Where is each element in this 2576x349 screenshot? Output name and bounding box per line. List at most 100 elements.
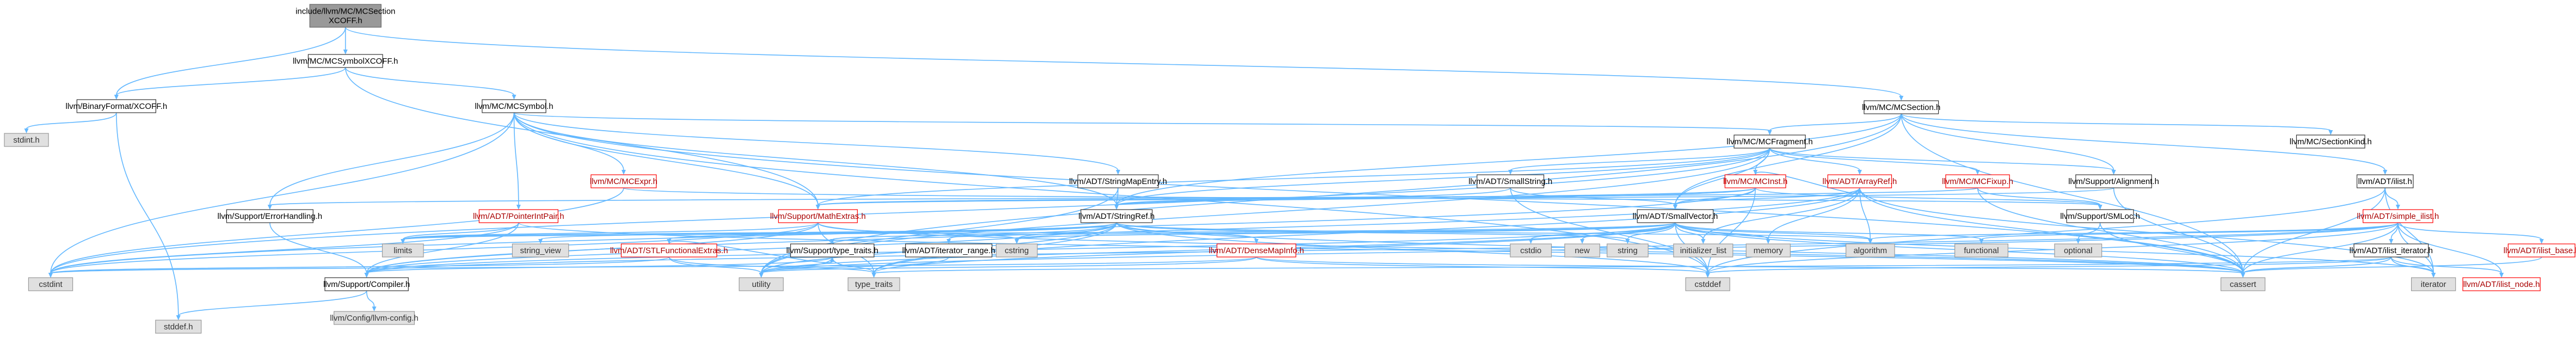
node-box: [1510, 243, 1552, 258]
node-string[interactable]: string: [1607, 243, 1649, 258]
node-iterator[interactable]: iterator: [2411, 277, 2456, 291]
node-label: llvm/MC/MCSymbol.h: [475, 102, 553, 111]
node-math[interactable]: llvm/Support/MathExtras.h: [770, 209, 866, 223]
node-stddef[interactable]: stddef.h: [155, 320, 202, 334]
node-cstring[interactable]: cstring: [995, 243, 1038, 258]
node-box: [1945, 174, 2010, 188]
edge-symx-mcsym: [345, 67, 515, 96]
node-algo[interactable]: algorithm: [1846, 243, 1895, 258]
edge-arrowhead: [1114, 205, 1119, 210]
node-fixup[interactable]: llvm/MC/MCFixup.h: [1942, 174, 2013, 188]
edge-sref-dmi: [1116, 222, 1257, 240]
node-stdint[interactable]: stdint.h: [4, 133, 49, 147]
node-smap[interactable]: llvm/ADT/StringMapEntry.h: [1069, 174, 1167, 188]
node-stlfe[interactable]: llvm/ADT/STLFunctionalExtras.h: [610, 243, 728, 258]
node-box: [1745, 243, 1791, 258]
node-ptrint[interactable]: llvm/ADT/PointerIntPair.h: [473, 209, 564, 223]
node-opt[interactable]: optional: [2054, 243, 2102, 258]
node-label: new: [1575, 246, 1590, 255]
node-limits[interactable]: limits: [382, 243, 424, 258]
node-aref[interactable]: llvm/ADT/ArrayRef.h: [1823, 174, 1897, 188]
edge-arrowhead: [667, 239, 672, 244]
edge-errh-compiler: [269, 222, 367, 274]
node-strview[interactable]: string_view: [512, 243, 569, 258]
node-cstdio[interactable]: cstdio: [1510, 243, 1552, 258]
node-sref[interactable]: llvm/ADT/StringRef.h: [1078, 209, 1155, 223]
node-cassert[interactable]: cassert: [2220, 277, 2266, 291]
edge-ilistit-ilistnode: [2390, 256, 2502, 274]
edge-mcsec-cassert: [1901, 113, 2243, 274]
node-ilistbase[interactable]: llvm/ADT/ilist_base.h: [2504, 243, 2576, 258]
node-box: [512, 243, 569, 258]
node-func[interactable]: functional: [1954, 243, 2009, 258]
node-memory[interactable]: memory: [1745, 243, 1791, 258]
node-cstdint[interactable]: cstdint: [28, 277, 73, 291]
edge-fixup-smloc: [1977, 187, 2101, 206]
node-new[interactable]: new: [1564, 243, 1600, 258]
node-expr[interactable]: llvm/MC/MCExpr.h: [590, 174, 657, 188]
node-box: [2507, 243, 2575, 258]
node-inst[interactable]: llvm/MC/MCInst.h: [1723, 174, 1787, 188]
edge-simple-cassert: [2242, 222, 2399, 274]
node-symx[interactable]: llvm/MC/MCSymbolXCOFF.h: [293, 54, 398, 68]
node-mcsym[interactable]: llvm/MC/MCSymbol.h: [475, 99, 554, 113]
node-label: llvm/ADT/ilist_iterator.h: [2350, 246, 2433, 255]
edge-mcsym-sref: [513, 112, 1117, 206]
edge-fixup-cassert: [1977, 187, 2243, 274]
node-config[interactable]: llvm/Config/llvm-config.h: [330, 311, 419, 325]
node-typetr[interactable]: llvm/Support/type_traits.h: [786, 243, 878, 258]
edge-simple-cstddef: [1707, 222, 2399, 274]
node-align[interactable]: llvm/Support/Alignment.h: [2068, 174, 2159, 188]
node-box: [2220, 277, 2266, 291]
node-box: [2054, 243, 2102, 258]
node-compiler[interactable]: llvm/Support/Compiler.h: [323, 277, 410, 291]
edge-arrowhead: [1116, 170, 1121, 175]
node-label: llvm/ADT/PointerIntPair.h: [473, 212, 564, 221]
edge-arrowhead: [364, 273, 369, 278]
node-box: [905, 243, 993, 258]
node-cstddef[interactable]: cstddef: [1685, 277, 1730, 291]
node-label: llvm/Support/ErrorHandling.h: [218, 212, 323, 221]
node-alist[interactable]: llvm/ADT/ilist.h: [2356, 174, 2414, 188]
node-label: algorithm: [1853, 246, 1887, 255]
node-ilistnode[interactable]: llvm/ADT/ilist_node.h: [2462, 277, 2541, 291]
edge-sref-string: [1116, 222, 1628, 240]
edge-frag-fixup: [1769, 148, 1978, 171]
node-binx[interactable]: llvm/BinaryFormat/XCOFF.h: [65, 99, 167, 113]
node-label: cassert: [2230, 280, 2257, 289]
edge-arrowhead: [1528, 239, 1533, 244]
edge-mcsec-sref: [1116, 113, 1902, 206]
edge-simple-ilistnode: [2397, 222, 2502, 274]
node-label: cstdint: [39, 280, 63, 289]
node-sstr[interactable]: llvm/ADT/SmallString.h: [1468, 174, 1552, 188]
node-simple[interactable]: llvm/ADT/simple_ilist.h: [2357, 209, 2439, 223]
node-ttraits[interactable]: type_traits: [847, 277, 900, 291]
edge-arrowhead: [343, 50, 348, 54]
node-mcsec[interactable]: llvm/MC/MCSection.h: [1862, 100, 1940, 114]
edge-arrowhead: [2076, 239, 2081, 244]
node-box: [739, 277, 784, 291]
node-box: [778, 209, 858, 223]
node-ilistit[interactable]: llvm/ADT/ilist_iterator.h: [2350, 243, 2433, 258]
edge-arrowhead: [2431, 273, 2436, 278]
node-label: llvm/MC/MCInst.h: [1723, 177, 1787, 186]
edge-simple-compiler: [366, 222, 2399, 274]
node-dmi[interactable]: llvm/ADT/DenseMapInfo.h: [1209, 243, 1304, 258]
node-utility[interactable]: utility: [739, 277, 784, 291]
node-errh[interactable]: llvm/Support/ErrorHandling.h: [218, 209, 323, 223]
node-initl[interactable]: initializer_list: [1673, 243, 1733, 258]
node-label: llvm/MC/MCFixup.h: [1942, 177, 2013, 186]
node-label: llvm/MC/MCSection.h: [1862, 103, 1940, 112]
node-seck[interactable]: llvm/MC/SectionKind.h: [2290, 134, 2372, 149]
node-smloc[interactable]: llvm/Support/SMLoc.h: [2060, 209, 2140, 223]
node-label: llvm/Config/llvm-config.h: [330, 314, 419, 323]
node-irange[interactable]: llvm/ADT/iterator_range.h: [902, 243, 995, 258]
edge-aref-initl: [1702, 187, 1860, 240]
edge-arrowhead: [24, 128, 29, 133]
node-frag[interactable]: llvm/MC/MCFragment.h: [1726, 134, 1813, 149]
edge-ptrint-limits: [402, 222, 519, 240]
node-svec[interactable]: llvm/ADT/SmallVector.h: [1633, 209, 1718, 223]
